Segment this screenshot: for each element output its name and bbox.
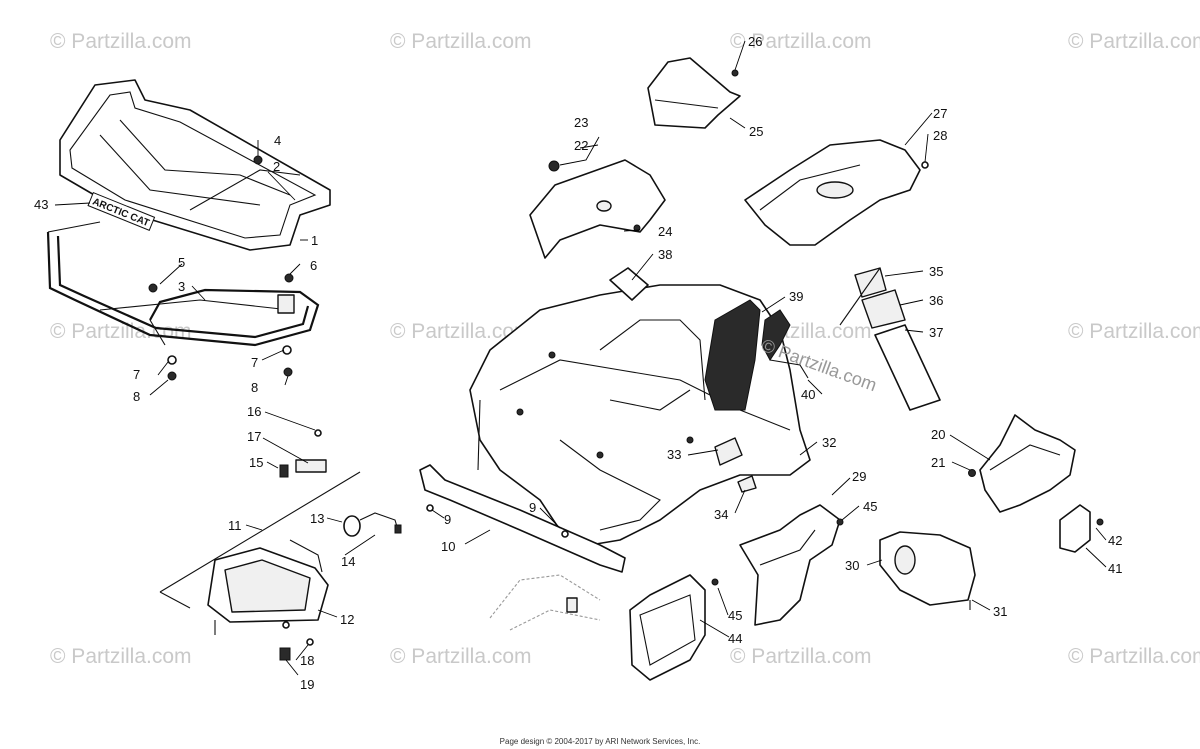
callout-7[interactable]: 7: [251, 355, 258, 370]
callout-37[interactable]: 37: [929, 325, 943, 340]
leader-lines: [54, 40, 1107, 676]
callout-44[interactable]: 44: [728, 631, 742, 646]
callout-22[interactable]: 22: [574, 138, 588, 153]
watermark: © Partzilla.com: [1068, 645, 1200, 668]
access-plate[interactable]: [1059, 504, 1104, 553]
callout-12[interactable]: 12: [340, 612, 354, 627]
callout-28[interactable]: 28: [933, 128, 947, 143]
callout-31[interactable]: 31: [993, 604, 1007, 619]
decal-set[interactable]: [839, 267, 941, 411]
splash-panel[interactable]: [629, 574, 719, 681]
callout-35[interactable]: 35: [929, 264, 943, 279]
callout-40[interactable]: 40: [801, 387, 815, 402]
front-fender[interactable]: [469, 284, 811, 546]
watermark: © Partzilla.com: [390, 320, 532, 343]
callout-labels: 1 2 3 4 5 6 7 7 8 8 9 9 10 11 12 13 14 1…: [34, 34, 1122, 692]
callout-27[interactable]: 27: [933, 106, 947, 121]
callout-29[interactable]: 29: [852, 469, 866, 484]
watermark: © Partzilla.com: [50, 30, 192, 53]
callout-13[interactable]: 13: [310, 511, 324, 526]
watermark: © Partzilla.com: [1068, 30, 1200, 53]
callout-15[interactable]: 15: [249, 455, 263, 470]
callout-6[interactable]: 6: [310, 258, 317, 273]
callout-42[interactable]: 42: [1108, 533, 1122, 548]
headlight-assembly[interactable]: [159, 471, 361, 661]
watermark: © Partzilla.com: [730, 30, 872, 53]
callout-8[interactable]: 8: [133, 389, 140, 404]
callout-33[interactable]: 33: [667, 447, 681, 462]
callout-16[interactable]: 16: [247, 404, 261, 419]
hardware: [148, 155, 294, 381]
callout-45[interactable]: 45: [728, 608, 742, 623]
callout-10[interactable]: 10: [441, 539, 455, 554]
callout-17[interactable]: 17: [247, 429, 261, 444]
callout-9[interactable]: 9: [529, 500, 536, 515]
side-shield[interactable]: [879, 531, 976, 610]
callout-32[interactable]: 32: [822, 435, 836, 450]
watermark: © Partzilla.com: [390, 30, 532, 53]
callout-23[interactable]: 23: [574, 115, 588, 130]
callout-1[interactable]: 1: [311, 233, 318, 248]
callout-24[interactable]: 24: [658, 224, 672, 239]
callout-38[interactable]: 38: [658, 247, 672, 262]
callout-8[interactable]: 8: [251, 380, 258, 395]
callout-3[interactable]: 3: [178, 279, 185, 294]
callout-41[interactable]: 41: [1108, 561, 1122, 576]
watermark: © Partzilla.com: [50, 320, 192, 343]
callout-5[interactable]: 5: [178, 255, 185, 270]
callout-4[interactable]: 4: [274, 133, 281, 148]
headlight-bulb[interactable]: [343, 512, 402, 537]
latch[interactable]: [714, 437, 757, 493]
callout-11[interactable]: 11: [228, 518, 242, 533]
callout-34[interactable]: 34: [714, 507, 728, 522]
side-panel[interactable]: [968, 414, 1076, 513]
front-bracket[interactable]: [419, 464, 626, 573]
callout-14[interactable]: 14: [341, 554, 355, 569]
inner-fender[interactable]: [739, 504, 844, 626]
headlight-bracket[interactable]: [279, 429, 327, 478]
footer-copyright: Page design © 2004-2017 by ARI Network S…: [499, 737, 701, 746]
decal-39[interactable]: [761, 309, 809, 379]
front-bumper[interactable]: [46, 221, 320, 347]
callout-39[interactable]: 39: [789, 289, 803, 304]
watermark: © Partzilla.com: [1068, 320, 1200, 343]
console-cover[interactable]: [647, 57, 741, 129]
callout-43[interactable]: 43: [34, 197, 48, 212]
callout-45[interactable]: 45: [863, 499, 877, 514]
callout-25[interactable]: 25: [749, 124, 763, 139]
decal-38[interactable]: [609, 267, 649, 301]
callout-20[interactable]: 20: [931, 427, 945, 442]
upper-panel[interactable]: [529, 159, 666, 259]
callout-21[interactable]: 21: [931, 455, 945, 470]
callout-30[interactable]: 30: [845, 558, 859, 573]
front-rack[interactable]: [59, 79, 331, 251]
callout-36[interactable]: 36: [929, 293, 943, 308]
storage-panel[interactable]: [744, 139, 929, 246]
watermark: © Partzilla.com: [50, 645, 192, 668]
callout-19[interactable]: 19: [300, 677, 314, 692]
frame-hint: [489, 574, 601, 631]
watermark: © Partzilla.com: [390, 645, 532, 668]
callout-26[interactable]: 26: [748, 34, 762, 49]
callout-7[interactable]: 7: [133, 367, 140, 382]
callout-2[interactable]: 2: [273, 159, 280, 174]
callout-9[interactable]: 9: [444, 512, 451, 527]
callout-18[interactable]: 18: [300, 653, 314, 668]
watermark: © Partzilla.com: [730, 645, 872, 668]
